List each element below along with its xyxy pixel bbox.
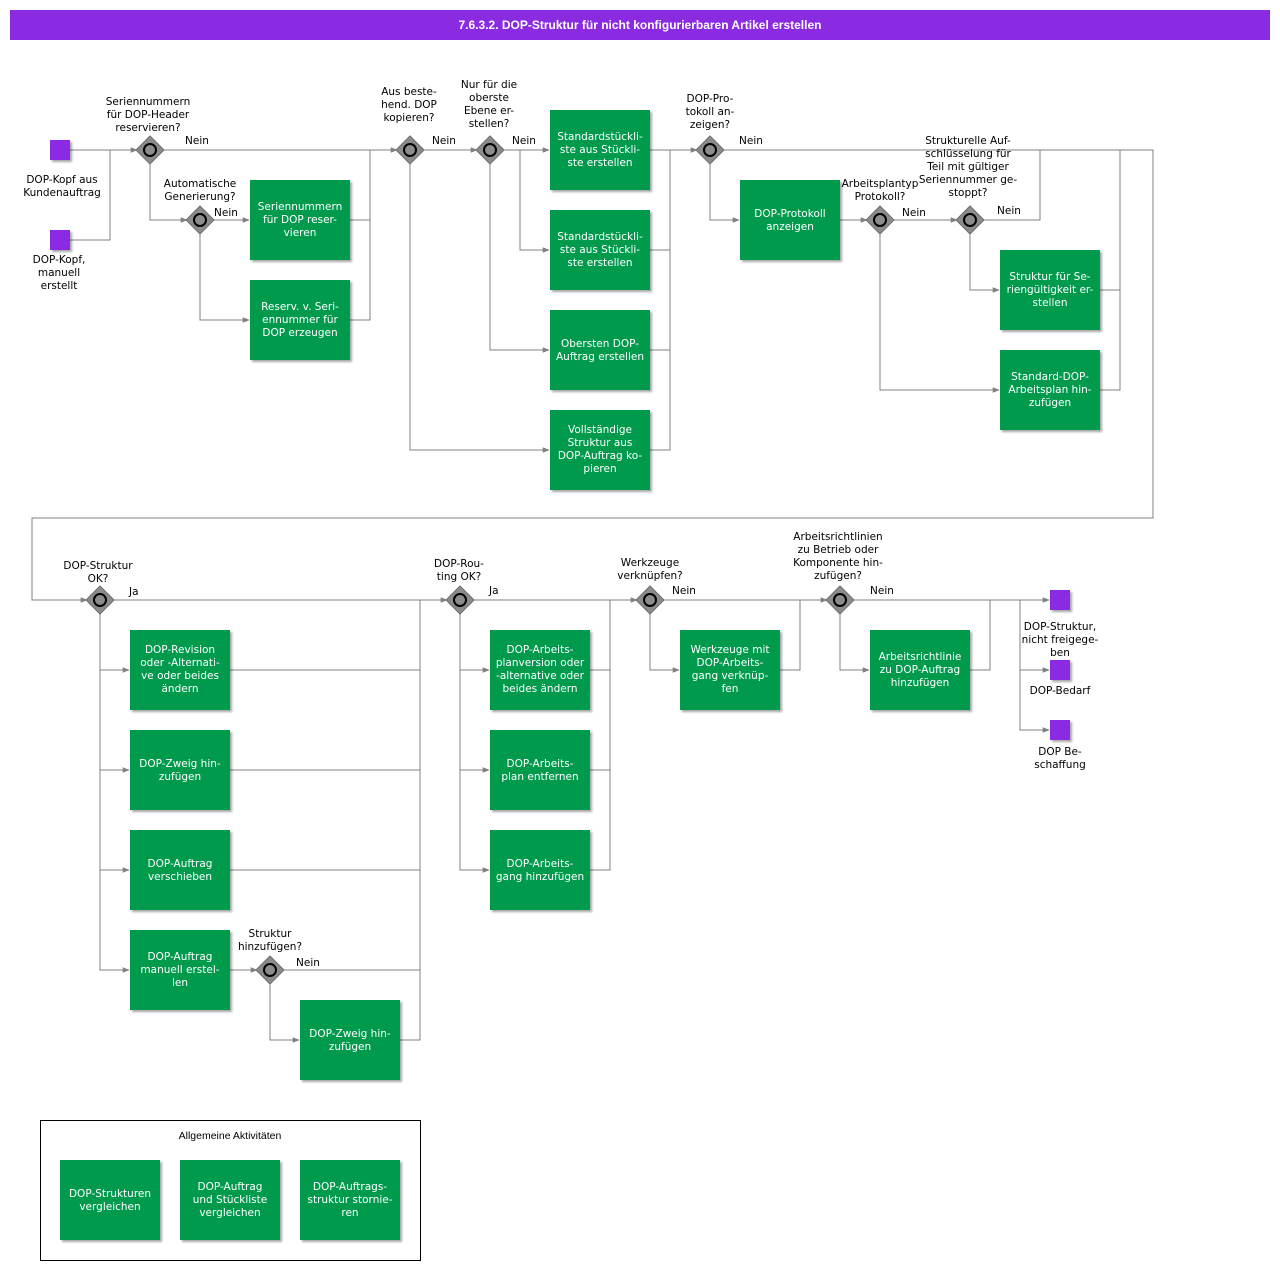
gateway-label: DOP-Rou-ting OK?: [434, 558, 484, 583]
event-label: DOP-Struktur,nicht freigege-ben: [1022, 621, 1099, 659]
svg-text:Struktur für Se-riengültigkeit: Struktur für Se-riengültigkeit er-stelle…: [1007, 271, 1094, 309]
flow-label-nein: Nein: [512, 135, 536, 147]
gateway-label: DOP-Pro-tokoll an-zeigen?: [686, 93, 735, 131]
task-standardstueckliste-2[interactable]: Standardstückli-ste aus Stückli-ste erst…: [550, 210, 650, 290]
flow-label-nein: Nein: [214, 207, 238, 219]
task-zweig-hinzufuegen-1[interactable]: DOP-Zweig hin-zufügen: [130, 730, 230, 810]
task-arbeitsgang-hinzufuegen[interactable]: DOP-Arbeits-gang hinzufügen: [490, 830, 590, 910]
task-arbeitsplanversion[interactable]: DOP-Arbeits-planversion oder-alternative…: [490, 630, 590, 710]
svg-text:DOP-Arbeits-gang hinzufügen: DOP-Arbeits-gang hinzufügen: [496, 858, 584, 883]
task-obersten-auftrag[interactable]: Obersten DOP-Auftrag erstellen: [550, 310, 650, 390]
svg-text:Standardstückli-ste aus Stückl: Standardstückli-ste aus Stückli-ste erst…: [557, 231, 643, 269]
gateway-routing-ok[interactable]: DOP-Rou-ting OK?: [434, 558, 484, 615]
legend-title: Allgemeine Aktivitäten: [179, 1130, 282, 1142]
svg-text:DOP-Zweig hin-zufügen: DOP-Zweig hin-zufügen: [309, 1028, 391, 1053]
event-dop-struktur-nicht-freigegeben: DOP-Struktur,nicht freigege-ben: [1022, 590, 1099, 659]
flow-label-ja: Ja: [128, 586, 139, 598]
flow-labels: Nein Nein Nein Nein Nein Nein Nein Ja Ja…: [128, 135, 1021, 969]
event-dop-bedarf: DOP-Bedarf: [1030, 660, 1091, 697]
svg-text:Obersten DOP-Auftrag erstellen: Obersten DOP-Auftrag erstellen: [556, 338, 644, 363]
task-auftragsstruktur-stornieren[interactable]: DOP-Auftrags-struktur stornie-ren: [300, 1160, 400, 1240]
task-standard-arbeitsplan[interactable]: Standard-DOP-Arbeitsplan hin-zufügen: [1000, 350, 1100, 430]
event-label: DOP Be-schaffung: [1034, 746, 1086, 771]
task-standardstueckliste-1[interactable]: Standardstückli-ste aus Stückli-ste erst…: [550, 110, 650, 190]
svg-text:DOP-Auftrags-struktur stornie-: DOP-Auftrags-struktur stornie-ren: [307, 1181, 392, 1219]
flow-label-ja: Ja: [488, 585, 499, 597]
svg-text:DOP-Arbeits-planversion oder-a: DOP-Arbeits-planversion oder-alternative…: [496, 644, 585, 695]
gateway-protokoll-anzeigen[interactable]: DOP-Pro-tokoll an-zeigen?: [686, 93, 735, 165]
flow-label-nein: Nein: [902, 207, 926, 219]
flow-label-nein: Nein: [997, 205, 1021, 217]
connectors: [31, 147, 1154, 1043]
event-dop-beschaffung: DOP Be-schaffung: [1034, 720, 1086, 771]
task-zweig-hinzufuegen-2[interactable]: DOP-Zweig hin-zufügen: [300, 1000, 400, 1080]
svg-text:Standard-DOP-Arbeitsplan hin-z: Standard-DOP-Arbeitsplan hin-zufügen: [1008, 371, 1091, 409]
flow-label-nein: Nein: [739, 135, 763, 147]
svg-text:DOP-Zweig hin-zufügen: DOP-Zweig hin-zufügen: [139, 758, 221, 783]
svg-text:DOP-Arbeits-plan entfernen: DOP-Arbeits-plan entfernen: [501, 758, 578, 783]
event-label: DOP-Bedarf: [1030, 685, 1091, 697]
flow-label-nein: Nein: [432, 135, 456, 147]
task-arbeitsplan-entfernen[interactable]: DOP-Arbeits-plan entfernen: [490, 730, 590, 810]
flow-label-nein: Nein: [672, 585, 696, 597]
flow-label-nein: Nein: [296, 957, 320, 969]
task-struktur-seriengueltigkeit[interactable]: Struktur für Se-riengültigkeit er-stelle…: [1000, 250, 1100, 330]
flow-label-nein: Nein: [185, 135, 209, 147]
svg-text:Standardstückli-ste aus Stückl: Standardstückli-ste aus Stückli-ste erst…: [557, 131, 643, 169]
diagram-title: 7.6.3.2. DOP-Struktur für nicht konfigur…: [10, 10, 1270, 40]
flow-label-nein: Nein: [870, 585, 894, 597]
